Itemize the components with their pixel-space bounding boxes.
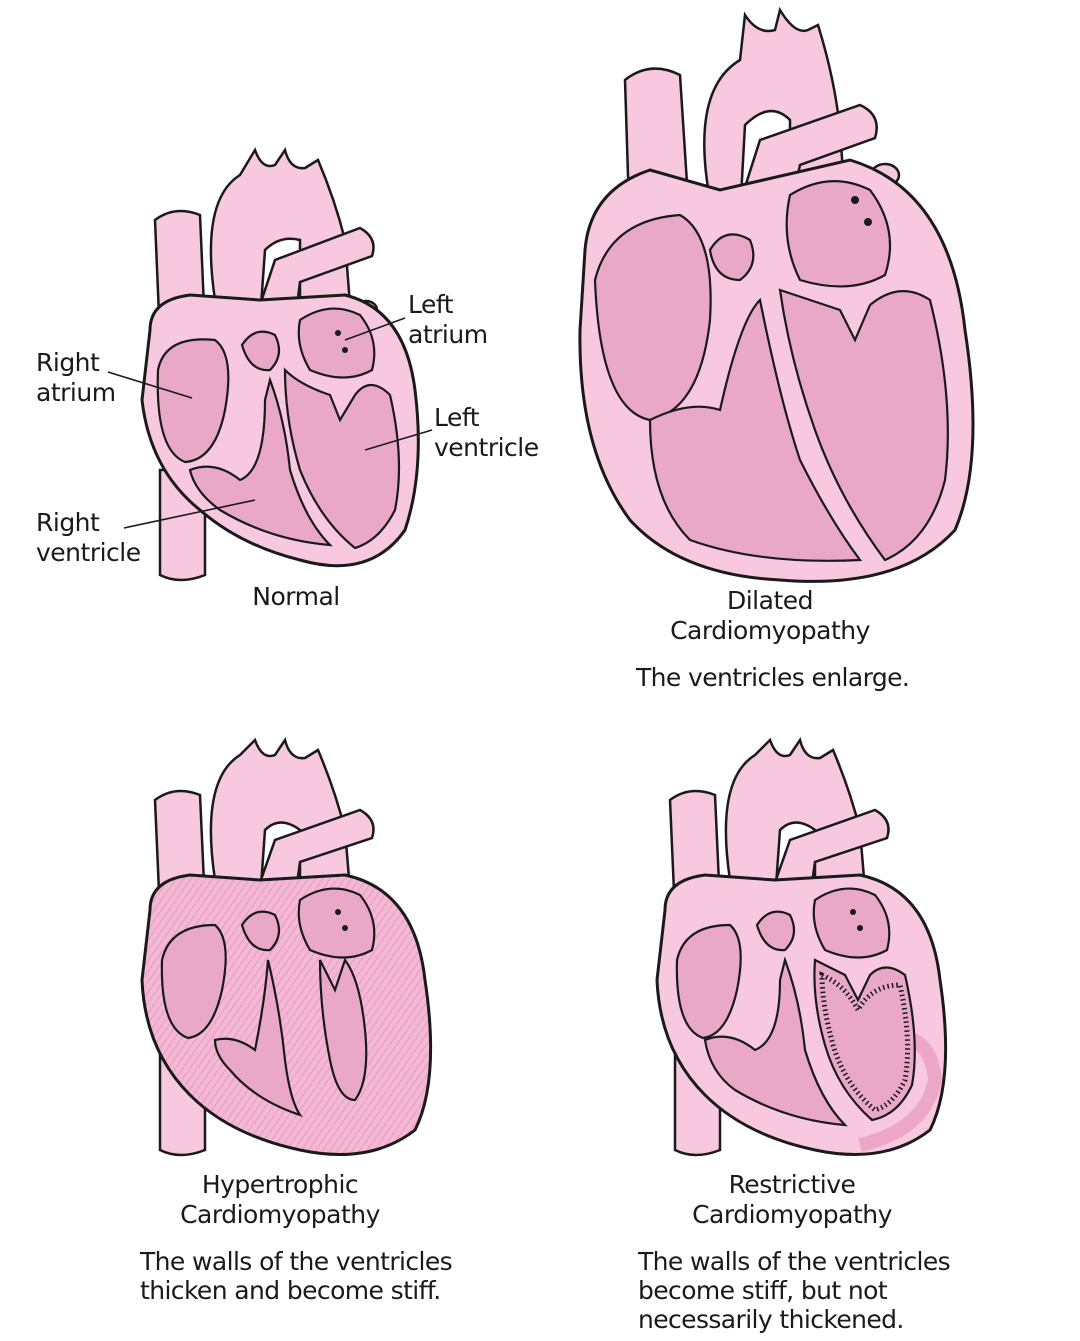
dilated-description: The ventricles enlarge.: [636, 663, 910, 692]
label-left-ventricle: Left ventricle: [434, 403, 539, 462]
normal-heart: [107, 148, 433, 582]
restrictive-title: Restrictive Cardiomyopathy: [692, 1170, 892, 1229]
restrictive-heart: [655, 736, 948, 1157]
hypertrophic-title: Hypertrophic Cardiomyopathy: [180, 1170, 380, 1229]
dilated-heart: [578, 6, 975, 583]
label-right-atrium: Right atrium: [36, 348, 116, 407]
hypertrophic-heart: [140, 736, 433, 1157]
label-left-atrium: Left atrium: [408, 290, 488, 349]
dilated-title: Dilated Cardiomyopathy: [670, 586, 870, 645]
hypertrophic-description: The walls of the ventricles thicken and …: [140, 1247, 453, 1305]
label-right-ventricle: Right ventricle: [36, 508, 141, 567]
restrictive-description: The walls of the ventricles become stiff…: [638, 1247, 951, 1334]
normal-title: Normal: [252, 582, 340, 611]
